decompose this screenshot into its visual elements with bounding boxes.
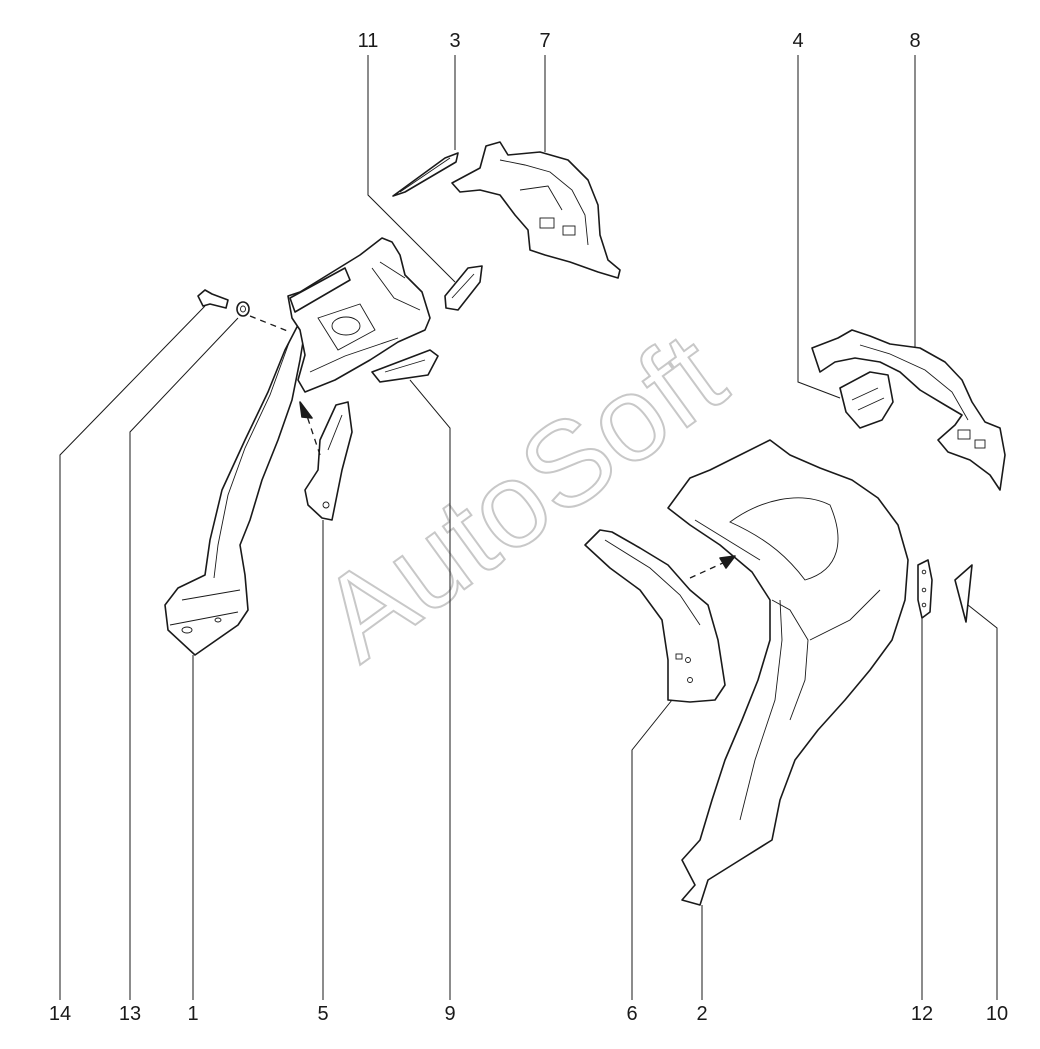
bolt-axis <box>249 315 291 333</box>
leader-11 <box>367 55 456 283</box>
part-7-wheel-arch <box>451 141 621 279</box>
arrow-5-to-1 <box>304 409 321 456</box>
callout-13: 13 <box>119 1003 141 1025</box>
callout-3: 3 <box>449 30 460 52</box>
leader-10 <box>967 604 998 1000</box>
callout-7: 7 <box>539 30 550 52</box>
callout-6: 6 <box>626 1003 637 1025</box>
part-14-bolt <box>197 289 229 309</box>
callout-2: 2 <box>696 1003 707 1025</box>
part-9-plate <box>371 349 439 383</box>
part-3-strip <box>392 152 459 197</box>
leader-6 <box>631 699 673 1000</box>
part-8-wheel-arch-outer <box>811 329 1006 491</box>
part-11-bracket <box>444 265 483 311</box>
leader-14 <box>59 305 206 1000</box>
callout-12: 12 <box>911 1003 933 1025</box>
arrow-6-head <box>719 555 736 569</box>
callout-1: 1 <box>187 1003 198 1025</box>
callout-14: 14 <box>49 1003 71 1025</box>
callout-11: 11 <box>358 30 379 52</box>
leader-9 <box>409 379 451 1000</box>
callout-9: 9 <box>444 1003 455 1025</box>
callout-4: 4 <box>792 30 803 52</box>
leader-4 <box>797 55 841 399</box>
callout-10: 10 <box>986 1003 1008 1025</box>
leader-13 <box>129 317 239 1000</box>
part-1-pillar <box>164 324 306 656</box>
part-4-bracket <box>839 371 894 429</box>
part-10-triangle <box>954 564 973 623</box>
arrow-5-head <box>299 401 313 419</box>
part-13-washer <box>236 301 250 317</box>
part-6-reinforcement <box>584 529 726 703</box>
callout-5: 5 <box>317 1003 328 1025</box>
arrow-6-to-2 <box>689 561 726 579</box>
part-12-strip <box>917 559 933 619</box>
part-5-bracket <box>304 401 353 521</box>
callout-8: 8 <box>909 30 920 52</box>
part-11-inner-panel <box>287 237 431 393</box>
part-2-quarter-panel <box>667 439 909 906</box>
